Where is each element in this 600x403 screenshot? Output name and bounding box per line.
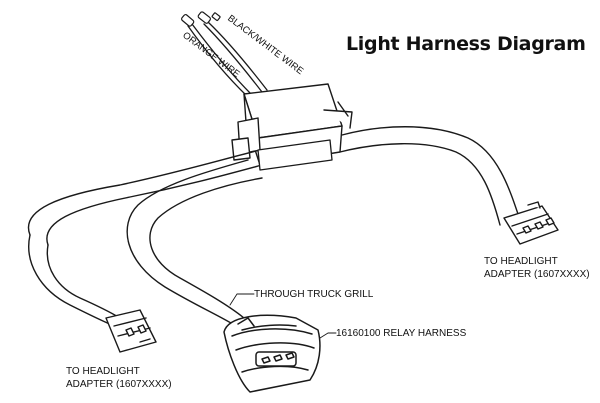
relay-harness-callout: 16160100 RELAY HARNESS xyxy=(336,328,467,339)
grill-callout: THROUGH TRUCK GRILL xyxy=(254,289,374,300)
right-headlight-line1: TO HEADLIGHT xyxy=(484,256,558,267)
band xyxy=(257,139,333,171)
right-headlight-connector-icon xyxy=(503,201,559,245)
left-headlight-line1: TO HEADLIGHT xyxy=(66,366,140,377)
upper-harness-cable xyxy=(27,126,521,246)
lower-harness-cable xyxy=(126,159,263,327)
right-headlight-line2: ADAPTER (1607XXXX) xyxy=(484,269,590,280)
bullet-connector-icon xyxy=(181,11,221,27)
left-headlight-connector-icon xyxy=(105,309,157,353)
relay-harness-plug-icon xyxy=(223,314,321,393)
leader-lines xyxy=(229,293,337,339)
page-title: Light Harness Diagram xyxy=(346,33,586,55)
left-headlight-line2: ADAPTER (1607XXXX) xyxy=(66,379,172,390)
left-harness-cable xyxy=(28,234,121,326)
left-headlight-label: TO HEADLIGHT ADAPTER (1607XXXX) xyxy=(66,365,172,391)
right-headlight-label: TO HEADLIGHT ADAPTER (1607XXXX) xyxy=(484,255,590,281)
signal-wires xyxy=(187,21,268,98)
